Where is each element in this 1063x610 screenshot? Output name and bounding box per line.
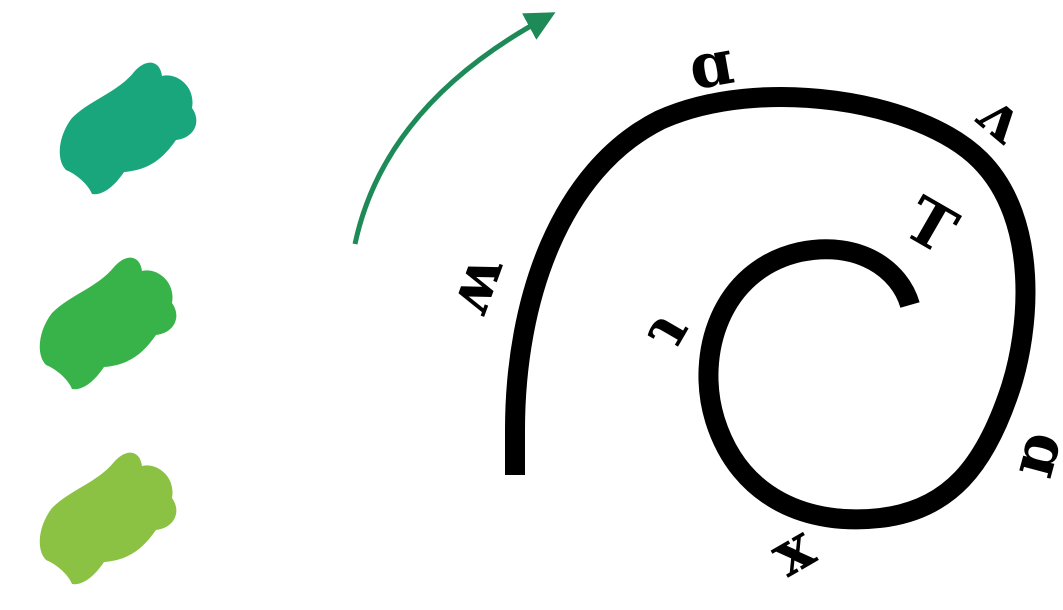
direction-arrow — [352, 12, 556, 245]
paint-blob-green — [39, 257, 177, 390]
swatch-group — [15, 35, 225, 610]
paint-blob-light-green — [39, 452, 177, 585]
swatch-light-green — [15, 425, 205, 610]
letter-outer-right: ɑ — [1004, 426, 1063, 487]
letter-outer-bottom: x — [763, 519, 832, 601]
swatch-green — [15, 230, 205, 420]
letter-inner-end: T — [893, 182, 969, 268]
paint-blob-dark-green — [59, 62, 197, 195]
letter-inner-left: ɿ — [624, 298, 702, 361]
letter-outer-top: ɑ — [683, 25, 738, 104]
letter-outer-left: ʍ — [429, 245, 517, 324]
spiral-path — [505, 87, 1036, 530]
swatch-dark-green — [35, 35, 225, 225]
